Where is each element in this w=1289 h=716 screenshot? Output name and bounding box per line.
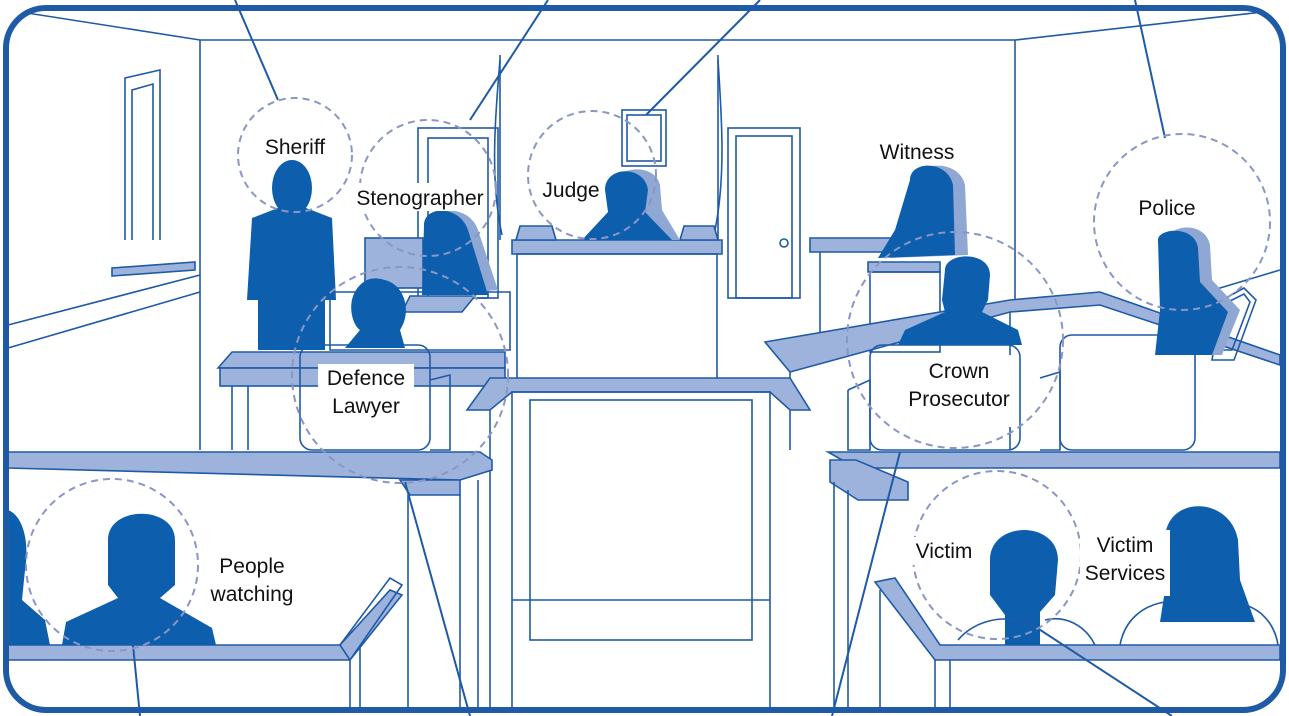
judge-callout-circle	[527, 110, 657, 240]
police-callout-circle	[1093, 133, 1271, 311]
stenographer-label: Stenographer	[356, 187, 483, 210]
sheriff-label: Sheriff	[265, 136, 325, 159]
sheriff-figure	[247, 160, 336, 350]
left-door	[111, 68, 196, 277]
flags	[493, 55, 723, 240]
police-label: Police	[1138, 197, 1195, 220]
police-figure	[1155, 227, 1240, 355]
witness-label: Witness	[880, 141, 955, 164]
labels: Sheriff Stenographer Judge Witness Polic…	[208, 132, 1204, 620]
defence-lawyer-figure	[345, 278, 406, 348]
crown-prosecutor-callout-circle	[846, 231, 1064, 449]
victim-services-label-line1: Victim	[1097, 534, 1154, 557]
room-walls	[7, 9, 1281, 450]
defence-lawyer-label-line1: Defence	[327, 367, 405, 390]
stenographer-callout-circle	[359, 119, 497, 257]
victim-services-seat	[1119, 601, 1279, 646]
defence-lawyer-label-line2: Lawyer	[332, 395, 400, 418]
callout-leader-lines	[132, 0, 1173, 716]
judge-label: Judge	[542, 179, 599, 202]
people	[8, 160, 1279, 646]
witness-figure	[878, 165, 968, 258]
frame-border	[3, 5, 1286, 713]
central-lectern	[465, 377, 812, 710]
victim-label: Victim	[916, 540, 973, 563]
sheriff-callout-circle	[237, 97, 353, 213]
victim-figure	[990, 530, 1058, 645]
people-watching-label-line2: watching	[210, 583, 294, 606]
stenographer-figure	[422, 210, 498, 295]
victim-services-figure	[1160, 506, 1255, 622]
crown-prosecutor-label-line1: Crown	[929, 360, 990, 383]
victim-services-label-line2: Services	[1085, 562, 1166, 585]
crown-prosecutor-label-line2: Prosecutor	[908, 388, 1010, 411]
crown-prosecutor-figure	[898, 256, 1022, 345]
courtroom-scene	[7, 9, 1281, 710]
defence-lawyer-callout-circle	[291, 266, 509, 484]
people-watching-callout-circle	[25, 478, 199, 652]
left-pew	[7, 576, 404, 710]
right-front-rail	[824, 451, 1281, 710]
people-watching-label-line1: People	[219, 555, 284, 578]
judge-figure	[582, 169, 680, 240]
people-watching-figures	[8, 510, 216, 645]
coat-of-arms	[621, 109, 667, 167]
stenographer-desk	[329, 237, 511, 351]
judge-bench	[511, 225, 723, 385]
